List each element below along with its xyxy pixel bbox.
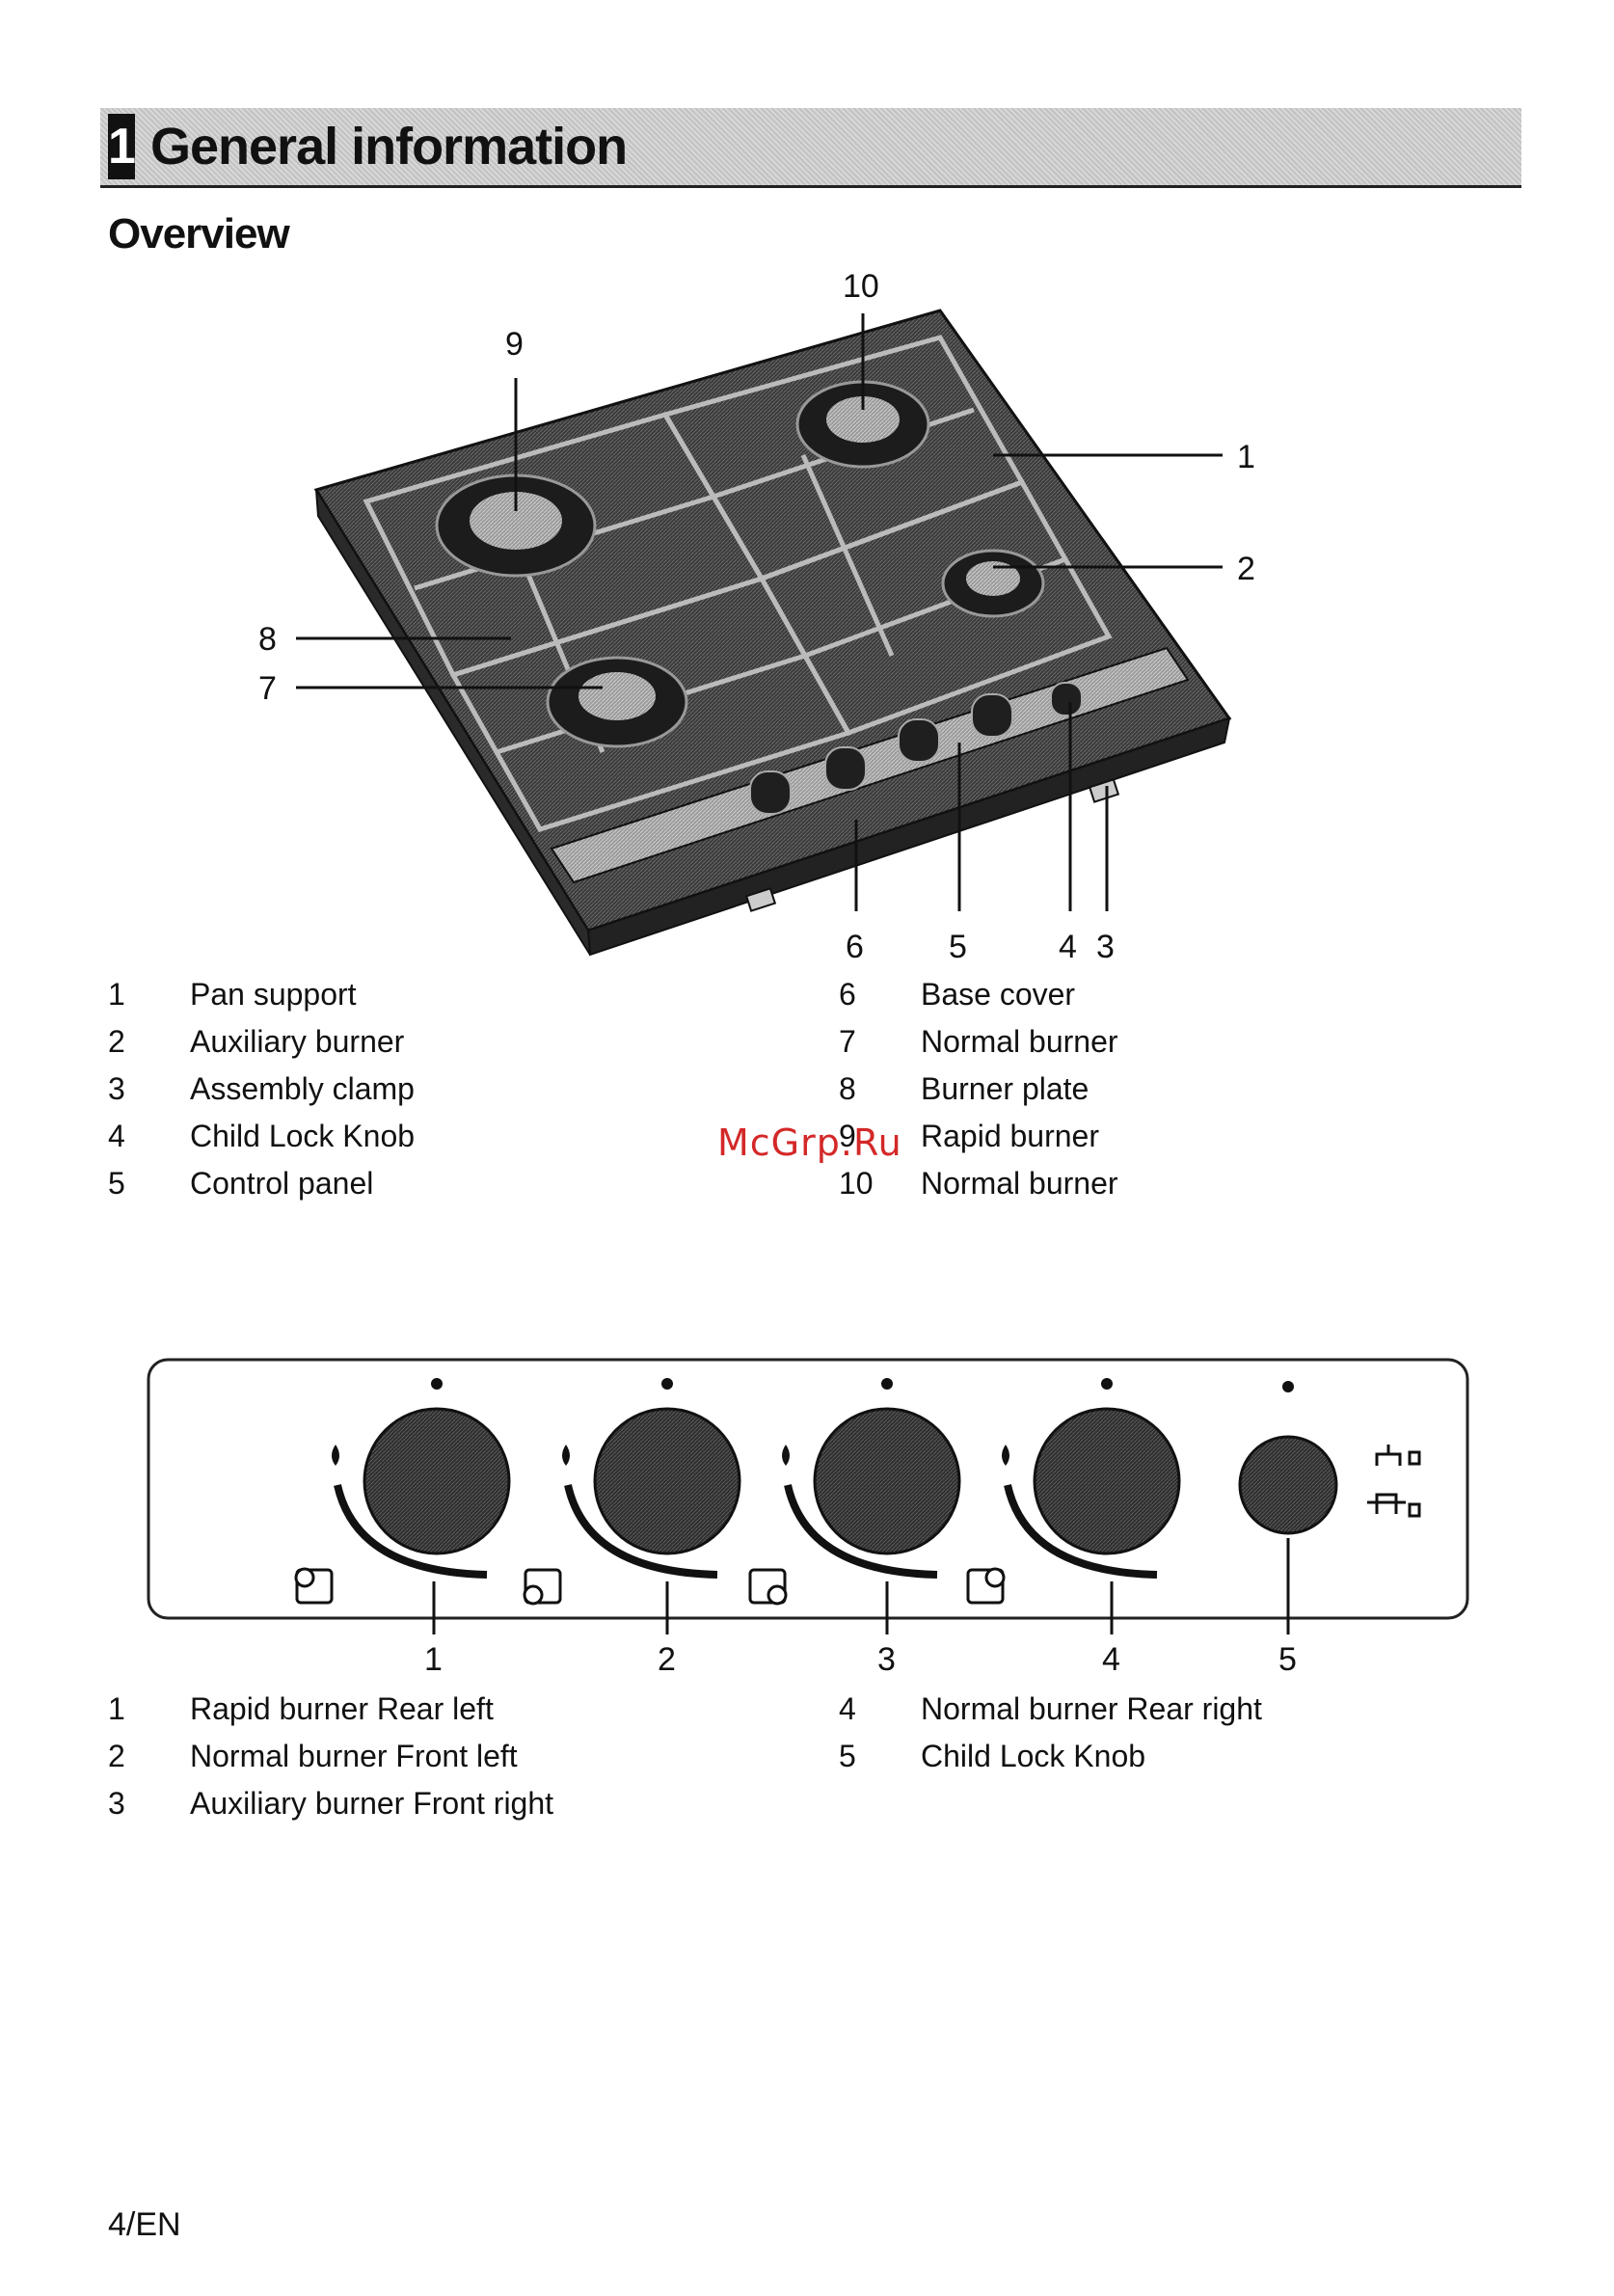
burner-position-icon bbox=[748, 1568, 787, 1605]
chapter-title: General information bbox=[150, 118, 628, 176]
knob-normal-front-left bbox=[593, 1407, 741, 1555]
flame-icon bbox=[562, 1445, 570, 1466]
assembly-clamps bbox=[744, 778, 1120, 912]
child-lock-icon bbox=[1367, 1445, 1421, 1518]
knob-normal-rear-right bbox=[1033, 1407, 1181, 1555]
knob-rapid-rear-left bbox=[363, 1407, 511, 1555]
callout-2: 2 bbox=[1237, 551, 1255, 587]
panel-callout-3: 3 bbox=[877, 1641, 896, 1678]
section-title: Overview bbox=[108, 210, 290, 257]
callout-5: 5 bbox=[949, 929, 967, 964]
panel-callout-5: 5 bbox=[1278, 1641, 1297, 1678]
callout-lines bbox=[296, 313, 1223, 911]
flame-icon bbox=[332, 1445, 339, 1466]
control-panel-illustration: 1 2 3 4 5 bbox=[147, 1358, 1469, 1678]
panel-callout-2: 2 bbox=[658, 1641, 676, 1678]
callout-7: 7 bbox=[258, 670, 277, 707]
callout-9: 9 bbox=[505, 326, 524, 363]
panel-callout-1: 1 bbox=[424, 1641, 443, 1678]
burner-position-icon bbox=[524, 1568, 562, 1605]
callout-1: 1 bbox=[1237, 439, 1255, 475]
hob-body bbox=[313, 309, 1232, 957]
knob-child-lock bbox=[1238, 1435, 1338, 1535]
burners bbox=[435, 380, 1045, 748]
burner-knob-group bbox=[294, 1378, 1421, 1606]
chapter-header-band bbox=[100, 108, 1521, 188]
callout-4: 4 bbox=[1059, 929, 1077, 964]
flame-icon bbox=[1002, 1445, 1009, 1466]
hob-illustration: 1 2 3 4 5 6 7 8 9 10 bbox=[258, 268, 1255, 964]
knob-auxiliary-front-right bbox=[813, 1407, 961, 1555]
panel-callout-4: 4 bbox=[1102, 1641, 1120, 1678]
watermark: McGrp.Ru bbox=[717, 1121, 902, 1164]
control-knobs bbox=[749, 682, 1083, 815]
flame-icon bbox=[782, 1445, 790, 1466]
callout-8: 8 bbox=[258, 621, 277, 658]
callout-3: 3 bbox=[1096, 929, 1115, 964]
burner-position-icon bbox=[966, 1568, 1005, 1605]
callout-10: 10 bbox=[843, 268, 879, 305]
callout-6: 6 bbox=[846, 929, 864, 964]
page-number: 4/EN bbox=[108, 2206, 181, 2243]
burner-position-icon bbox=[295, 1568, 334, 1605]
chapter-number: 1 bbox=[108, 114, 136, 179]
